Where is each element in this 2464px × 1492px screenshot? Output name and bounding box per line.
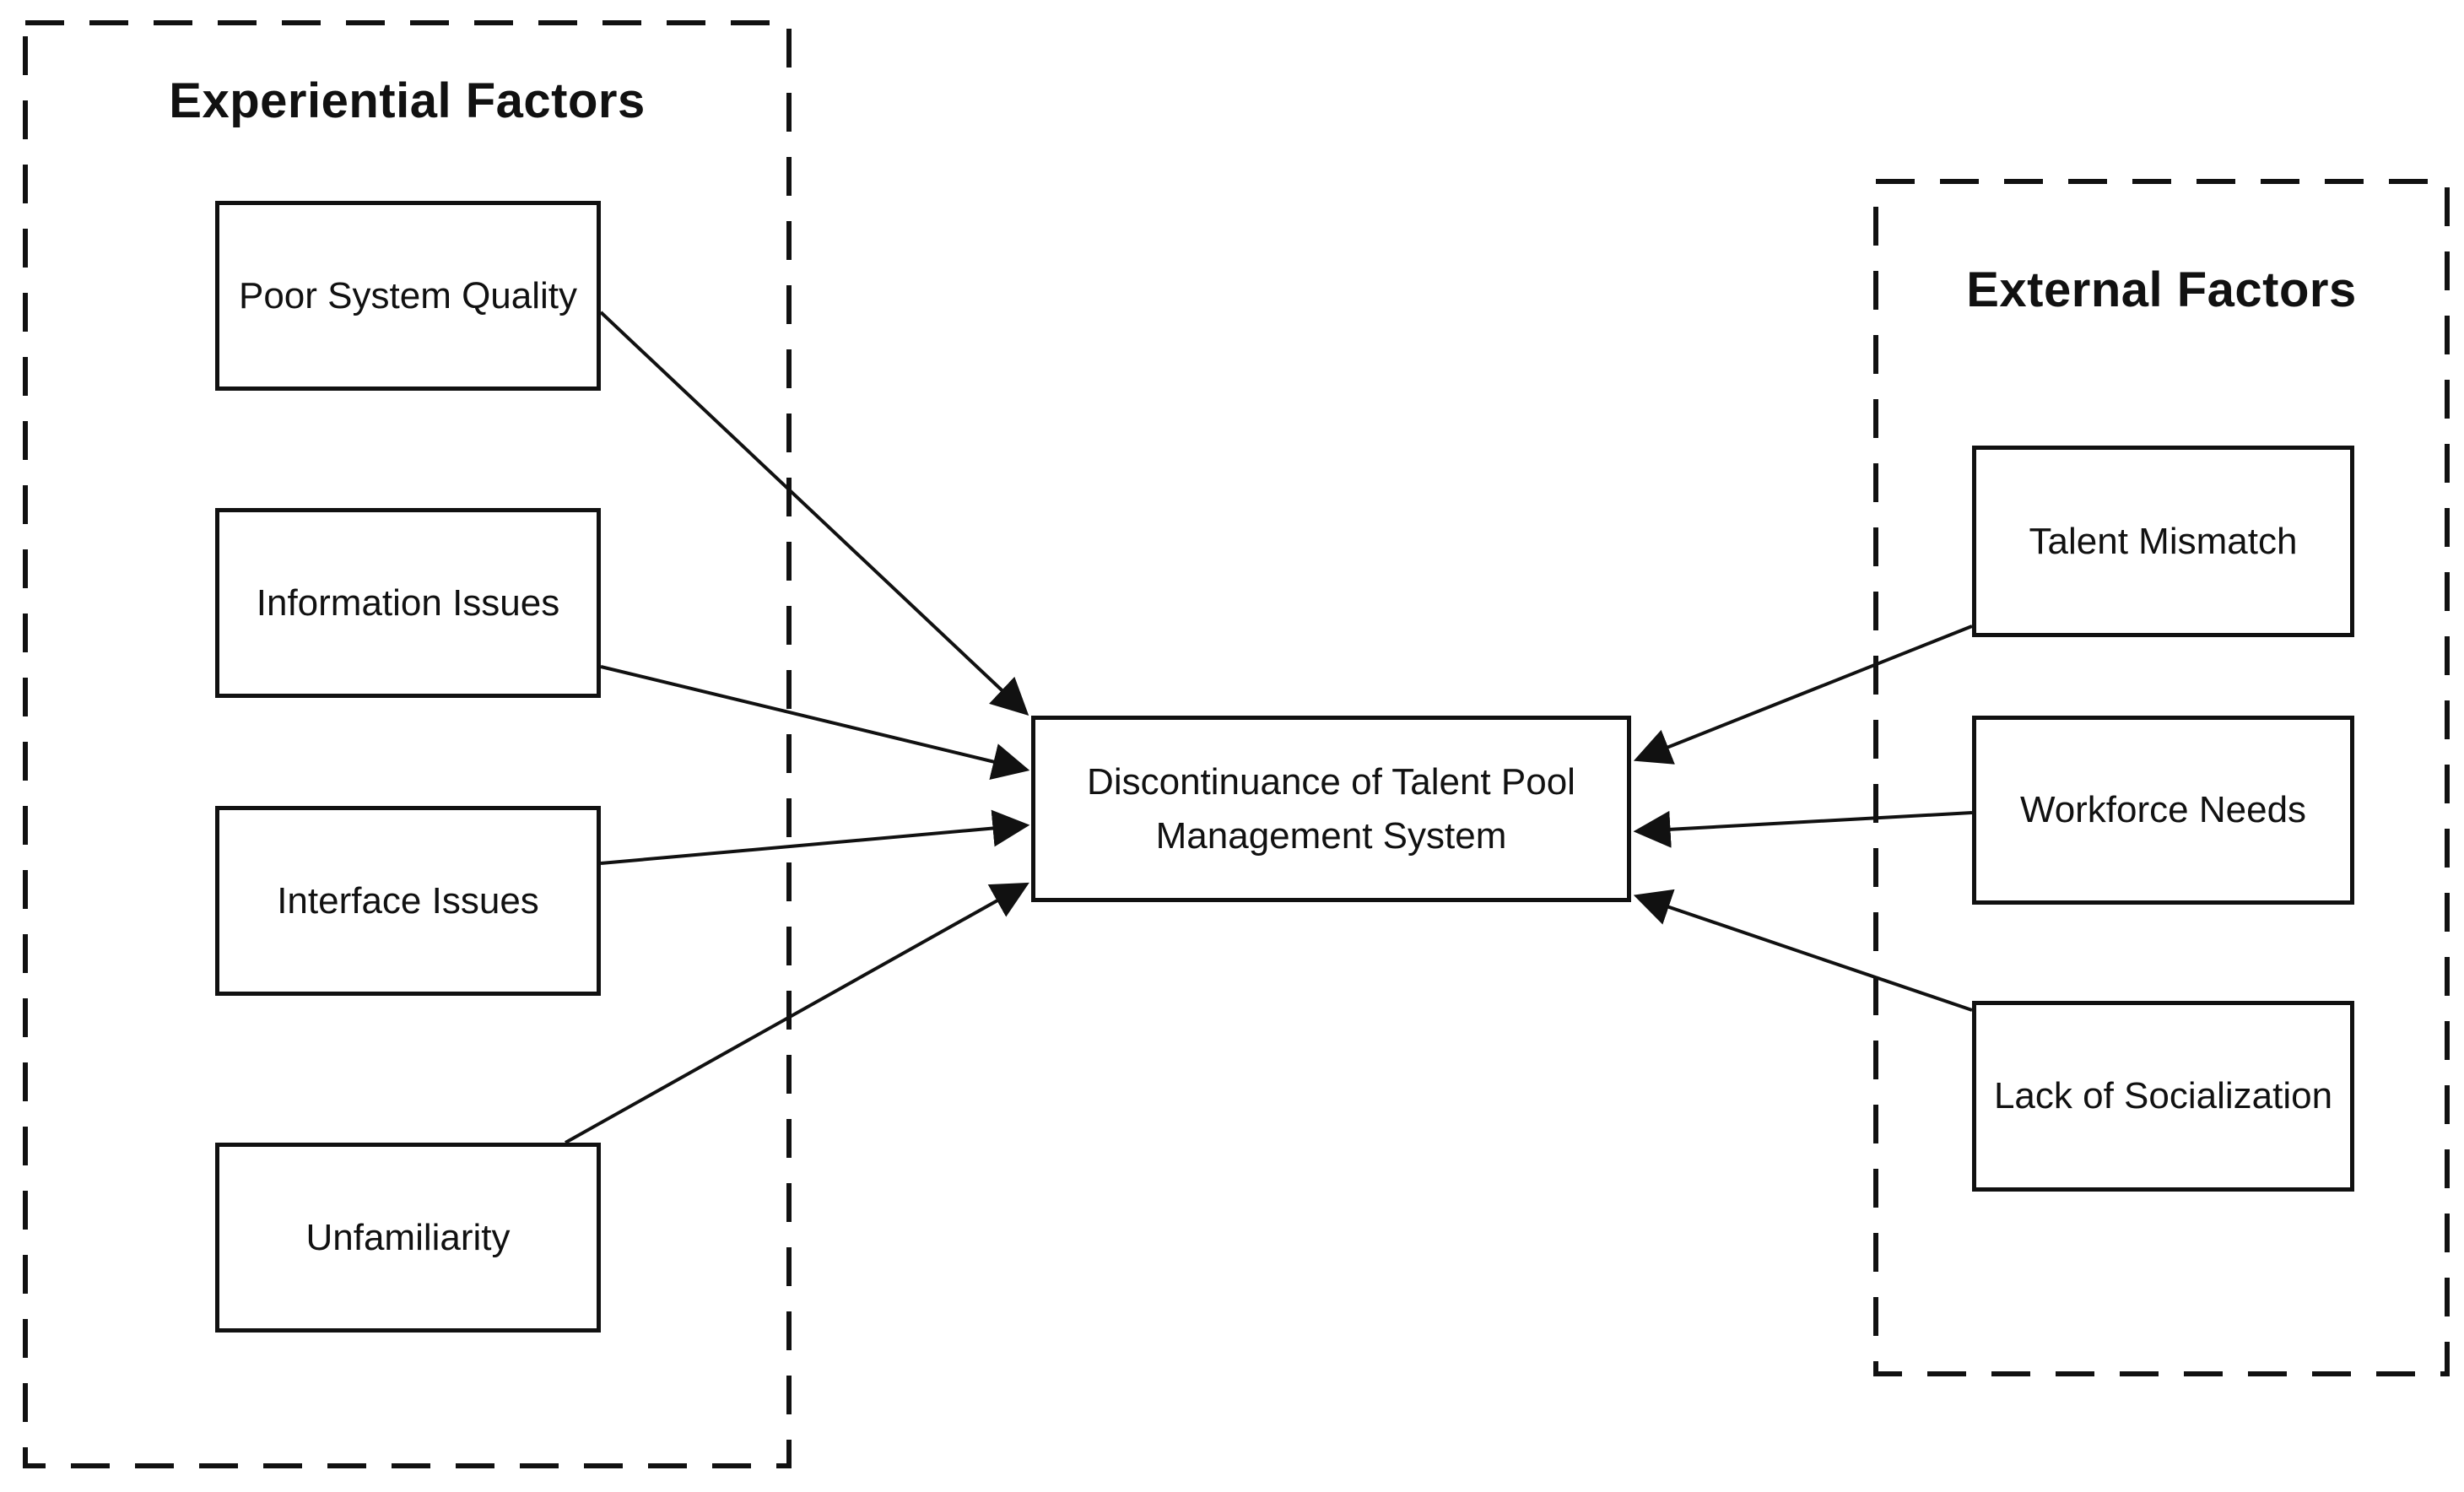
node-workforce-needs: Workforce Needs [1972, 716, 2354, 905]
node-interface-issues: Interface Issues [215, 806, 601, 996]
node-talent-mismatch-label: Talent Mismatch [2029, 520, 2298, 562]
node-information-issues-label: Information Issues [256, 581, 560, 624]
external-factors-title: External Factors [1966, 262, 2357, 317]
node-information-issues: Information Issues [215, 508, 601, 698]
node-interface-issues-label: Interface Issues [277, 879, 539, 922]
node-discontinuance-center: Discontinuance of Talent Pool Management… [1031, 716, 1631, 902]
node-poor-system-quality: Poor System Quality [215, 201, 601, 391]
edge-interface-issues-to-center [600, 809, 1030, 865]
experiential-factors-group-border [23, 20, 792, 1468]
center-label-line-2: Management System [1155, 814, 1507, 857]
node-lack-of-socialization-label: Lack of Socialization [1993, 1075, 2333, 1117]
edge-workforce-needs-to-center [1633, 810, 1973, 848]
experiential-factors-title: Experiential Factors [169, 73, 646, 128]
node-unfamiliarity: Unfamiliarity [215, 1143, 601, 1333]
center-label-line-1: Discontinuance of Talent Pool [1087, 760, 1575, 803]
node-lack-of-socialization: Lack of Socialization [1972, 1001, 2354, 1192]
external-factors-group-border [1873, 179, 2450, 1376]
node-poor-system-quality-label: Poor System Quality [238, 274, 578, 316]
edge-poor-system-quality-to-center [599, 311, 1029, 716]
node-talent-mismatch: Talent Mismatch [1972, 446, 2354, 637]
node-workforce-needs-label: Workforce Needs [2019, 789, 2307, 831]
edge-talent-mismatch-to-center [1633, 624, 1973, 765]
node-discontinuance-center-label: Discontinuance of Talent Pool Management… [1087, 755, 1575, 863]
node-unfamiliarity-label: Unfamiliarity [305, 1216, 511, 1258]
edge-lack-of-socialization-to-center [1633, 889, 1973, 1012]
edge-unfamiliarity-to-center [565, 882, 1029, 1144]
edge-information-issues-to-center [600, 665, 1030, 781]
